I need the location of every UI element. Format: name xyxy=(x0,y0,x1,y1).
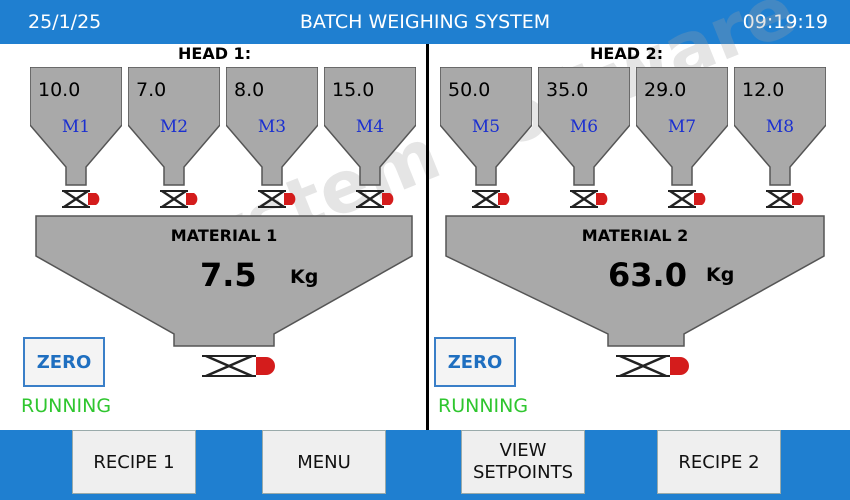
head-divider xyxy=(426,44,429,430)
date-display: 25/1/25 xyxy=(28,11,102,33)
recipe-1-button[interactable]: RECIPE 1 xyxy=(72,430,196,494)
hopper-m2[interactable]: 7.0 M2 xyxy=(128,67,220,212)
bottom-nav-bar: RECIPE 1 MENU VIEW SETPOINTS RECIPE 2 xyxy=(0,430,850,500)
hopper-m1[interactable]: 10.0 M1 xyxy=(30,67,122,212)
hopper-m4-weight: 15.0 xyxy=(332,79,375,101)
hopper-m5-weight: 50.0 xyxy=(448,79,491,101)
weigh-hopper-2[interactable] xyxy=(444,214,826,388)
hopper-m7[interactable]: 29.0 M7 xyxy=(636,67,728,212)
material-2-label: MATERIAL 2 xyxy=(581,226,689,245)
material-2-unit: Kg xyxy=(706,264,735,286)
material-1-unit: Kg xyxy=(290,266,319,288)
zero-button-head-1[interactable]: ZERO xyxy=(23,337,105,387)
hopper-m2-name: M2 xyxy=(159,117,189,137)
hopper-m3-name: M3 xyxy=(257,117,287,137)
hopper-m4-icon xyxy=(324,67,416,209)
hopper-m5[interactable]: 50.0 M5 xyxy=(440,67,532,212)
hopper-m5-icon xyxy=(440,67,532,209)
head-2-label: HEAD 2: xyxy=(590,44,664,63)
hopper-m8-icon xyxy=(734,67,826,209)
weigh-hopper-2-icon xyxy=(445,215,825,378)
hopper-m3-icon xyxy=(226,67,318,209)
material-1-weight: 7.5 xyxy=(200,256,257,294)
hopper-m1-weight: 10.0 xyxy=(38,79,81,101)
hopper-m4-name: M4 xyxy=(355,117,385,137)
material-1-label: MATERIAL 1 xyxy=(170,226,278,245)
hopper-m3-weight: 8.0 xyxy=(234,79,265,101)
hopper-m6-name: M6 xyxy=(569,117,599,137)
hopper-m2-icon xyxy=(128,67,220,209)
hopper-m7-weight: 29.0 xyxy=(644,79,687,101)
head-1-label: HEAD 1: xyxy=(178,44,252,63)
status-head-2: RUNNING xyxy=(438,395,529,417)
hopper-m6-icon xyxy=(538,67,630,209)
app-title: BATCH WEIGHING SYSTEM xyxy=(299,11,551,33)
title-bar: 25/1/25 BATCH WEIGHING SYSTEM 09:19:19 xyxy=(0,0,850,44)
material-2-weight: 63.0 xyxy=(608,256,687,294)
hopper-m1-icon xyxy=(30,67,122,209)
status-head-1: RUNNING xyxy=(21,395,112,417)
hopper-m2-weight: 7.0 xyxy=(136,79,167,101)
view-setpoints-button[interactable]: VIEW SETPOINTS xyxy=(461,430,585,494)
hopper-m8-weight: 12.0 xyxy=(742,79,785,101)
zero-button-head-2[interactable]: ZERO xyxy=(434,337,516,387)
weigh-hopper-1-icon xyxy=(35,215,413,378)
time-display: 09:19:19 xyxy=(742,11,828,33)
hopper-m6-weight: 35.0 xyxy=(546,79,589,101)
hopper-m4[interactable]: 15.0 M4 xyxy=(324,67,416,212)
menu-button[interactable]: MENU xyxy=(262,430,386,494)
hopper-m8-name: M8 xyxy=(765,117,795,137)
hopper-m1-name: M1 xyxy=(61,117,91,137)
hopper-m7-name: M7 xyxy=(667,117,697,137)
hopper-m7-icon xyxy=(636,67,728,209)
hopper-m3[interactable]: 8.0 M3 xyxy=(226,67,318,212)
hopper-m6[interactable]: 35.0 M6 xyxy=(538,67,630,212)
recipe-2-button[interactable]: RECIPE 2 xyxy=(657,430,781,494)
hopper-m5-name: M5 xyxy=(471,117,501,137)
weigh-hopper-1[interactable] xyxy=(34,214,414,388)
hopper-m8[interactable]: 12.0 M8 xyxy=(734,67,826,212)
